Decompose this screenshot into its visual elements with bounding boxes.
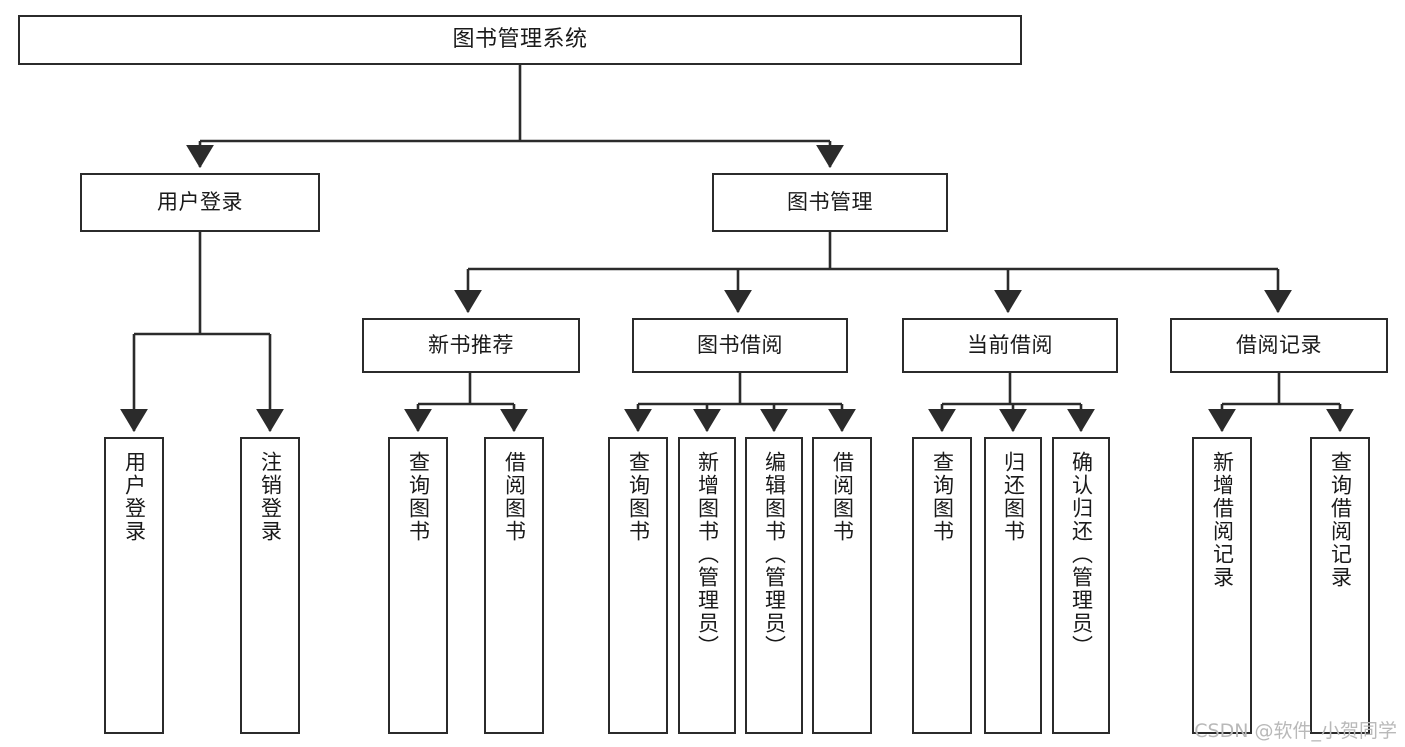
node-label: 注销登录	[258, 451, 283, 543]
node-label: 图书借阅	[697, 333, 783, 358]
node-label: 查询图书	[930, 451, 955, 543]
edge-book-borrow-to-leaves	[623, 373, 857, 433]
node-label: 新增借阅记录	[1210, 451, 1235, 589]
edge-new-book-rec-to-leaves	[403, 373, 529, 433]
node-leaf_b_book1[interactable]: 借阅图书	[484, 437, 544, 734]
node-label: 新增图书（管理员）	[695, 451, 720, 658]
node-leaf_q_book1[interactable]: 查询图书	[388, 437, 448, 734]
node-leaf_add_book[interactable]: 新增图书（管理员）	[678, 437, 736, 734]
node-leaf_b_book2[interactable]: 借阅图书	[812, 437, 872, 734]
node-label: 用户登录	[122, 451, 147, 543]
node-book_borrow[interactable]: 图书借阅	[632, 318, 848, 373]
node-root[interactable]: 图书管理系统	[18, 15, 1022, 65]
node-user_login[interactable]: 用户登录	[80, 173, 320, 232]
node-leaf_q_book3[interactable]: 查询图书	[912, 437, 972, 734]
node-label: 图书管理系统	[452, 27, 588, 53]
node-label: 用户登录	[157, 190, 243, 215]
node-label: 查询图书	[406, 451, 431, 543]
node-leaf_q_rec[interactable]: 查询借阅记录	[1310, 437, 1370, 734]
node-leaf_conf_ret[interactable]: 确认归还（管理员）	[1052, 437, 1110, 734]
edge-book-manage-to-branches	[453, 232, 1293, 314]
edge-cur-borrow-to-leaves	[927, 373, 1096, 433]
node-label: 查询图书	[626, 451, 651, 543]
node-leaf_q_book2[interactable]: 查询图书	[608, 437, 668, 734]
node-leaf_edit_book[interactable]: 编辑图书（管理员）	[745, 437, 803, 734]
node-label: 图书管理	[787, 190, 873, 215]
edge-user-login-to-leaves	[119, 232, 285, 433]
node-label: 借阅图书	[830, 451, 855, 543]
node-leaf_add_rec[interactable]: 新增借阅记录	[1192, 437, 1252, 734]
node-label: 借阅记录	[1236, 333, 1322, 358]
edge-borrow-rec-to-leaves	[1207, 373, 1355, 433]
node-leaf_login[interactable]: 用户登录	[104, 437, 164, 734]
node-label: 借阅图书	[502, 451, 527, 543]
node-new_book_rec[interactable]: 新书推荐	[362, 318, 580, 373]
node-label: 归还图书	[1001, 451, 1026, 543]
node-book_manage[interactable]: 图书管理	[712, 173, 948, 232]
node-label: 查询借阅记录	[1328, 451, 1353, 589]
node-leaf_logout[interactable]: 注销登录	[240, 437, 300, 734]
node-label: 当前借阅	[967, 333, 1053, 358]
node-label: 新书推荐	[428, 333, 514, 358]
node-borrow_rec[interactable]: 借阅记录	[1170, 318, 1388, 373]
node-label: 确认归还（管理员）	[1069, 451, 1094, 658]
node-cur_borrow[interactable]: 当前借阅	[902, 318, 1118, 373]
node-label: 编辑图书（管理员）	[762, 451, 787, 658]
node-leaf_return[interactable]: 归还图书	[984, 437, 1042, 734]
edge-root-to-level1	[185, 65, 845, 169]
